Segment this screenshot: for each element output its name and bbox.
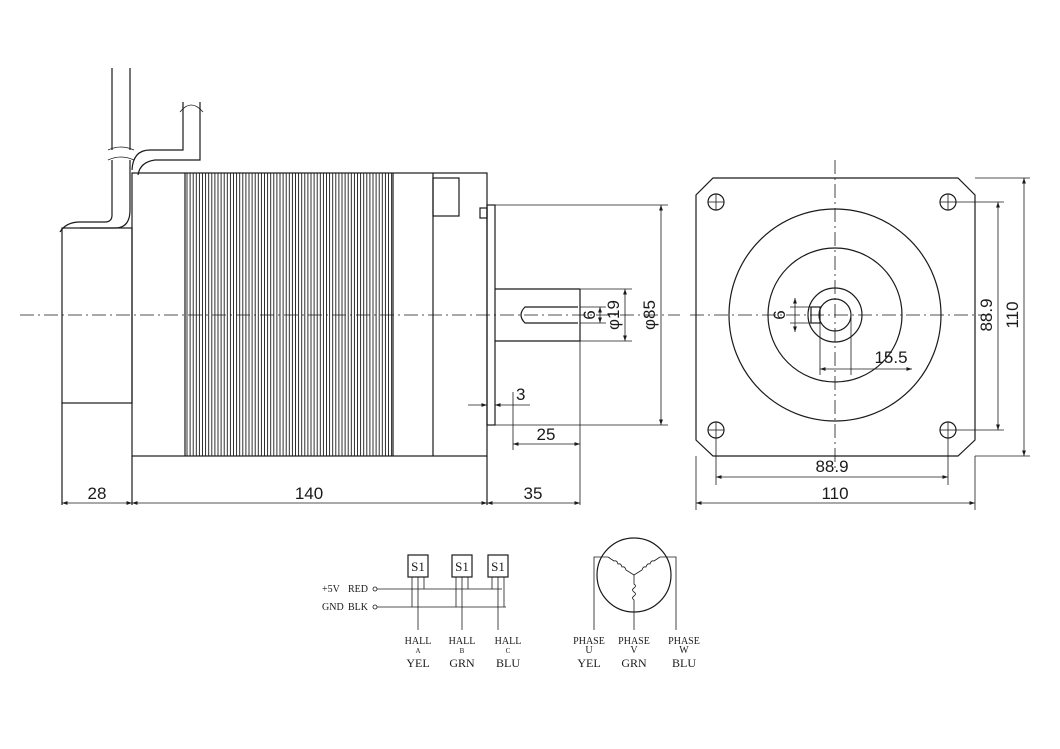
dim-flange-thickness: 3	[516, 385, 525, 404]
hall-c-color: BLU	[496, 656, 520, 670]
svg-text:PHASE: PHASE	[618, 636, 650, 647]
svg-text:HALL: HALL	[405, 636, 432, 647]
hall-b-color: GRN	[449, 656, 475, 670]
svg-text:HALL: HALL	[449, 636, 476, 647]
svg-text:S1: S1	[411, 559, 425, 574]
dim-hole-spacing-vertical: 88.9	[977, 298, 996, 331]
dim-key-width-side: 6	[580, 310, 599, 319]
hall-circuit: +5V RED GND BLK S1 S1 S1 HALL A YEL HALL	[322, 554, 522, 670]
phase-w-color: BLU	[672, 656, 696, 670]
svg-text:A: A	[415, 647, 420, 655]
svg-text:PHASE: PHASE	[573, 636, 605, 647]
supply-color-1: RED	[348, 584, 368, 595]
hall-a-color: YEL	[406, 656, 429, 670]
dim-shaft-diameter: φ19	[604, 300, 623, 330]
svg-text:S1: S1	[455, 559, 469, 574]
supply-pin-2: GND	[322, 602, 344, 613]
keyway	[810, 306, 821, 324]
phase-u-color: YEL	[577, 656, 600, 670]
front-flange	[486, 204, 496, 426]
dim-body-length: 140	[295, 484, 323, 503]
dim-key-height: 15.5	[874, 348, 907, 367]
svg-text:B: B	[460, 647, 465, 655]
cooling-fins	[186, 173, 393, 456]
dim-shaft-length: 35	[524, 484, 543, 503]
svg-text:V: V	[630, 645, 638, 656]
pilot-circle	[728, 208, 942, 422]
phase-circuit: PHASE U YEL PHASE V GRN PHASE W BLU	[573, 537, 700, 670]
supply-color-2: BLK	[348, 602, 369, 613]
phase-v-color: GRN	[621, 656, 647, 670]
dim-pilot-diameter: φ85	[640, 300, 659, 330]
svg-text:W: W	[679, 645, 689, 656]
dim-key-width-front: 6	[770, 310, 789, 319]
dim-key-length: 25	[537, 425, 556, 444]
shaft	[495, 288, 581, 342]
side-view: φ85 φ19 6 3 25 28 140 35	[20, 68, 680, 505]
svg-text:C: C	[506, 647, 511, 655]
svg-text:HALL: HALL	[495, 636, 522, 647]
svg-text:PHASE: PHASE	[668, 636, 700, 647]
shaft-circle	[807, 287, 863, 343]
dim-hole-spacing-horizontal: 88.9	[815, 457, 848, 476]
front-view: 6 15.5 88.9 110 88.9 110	[690, 160, 1030, 510]
svg-text:S1: S1	[491, 559, 505, 574]
dim-rear-length: 28	[88, 484, 107, 503]
dim-flange-size-horizontal: 110	[821, 484, 848, 503]
connector-block	[432, 177, 460, 217]
svg-text:U: U	[585, 645, 593, 656]
supply-pin-1: +5V	[322, 584, 341, 595]
hub-circle	[767, 247, 903, 383]
square-flange	[695, 177, 976, 457]
rear-cap	[61, 227, 133, 404]
dim-flange-size-vertical: 110	[1003, 301, 1022, 328]
